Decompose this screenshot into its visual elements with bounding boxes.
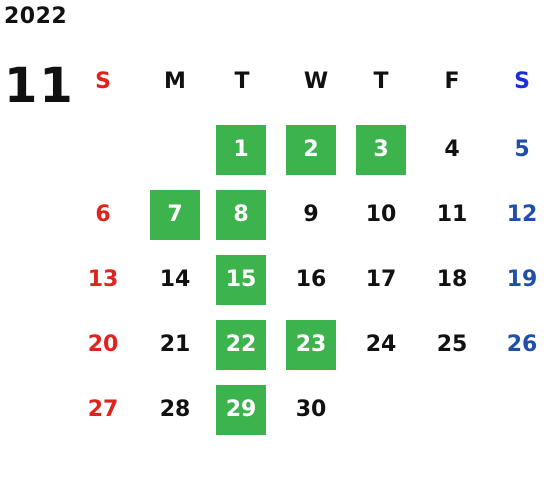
day-cell-18: 18 (436, 267, 468, 292)
day-cell-30: 30 (295, 397, 327, 422)
weekday-monday: M (164, 69, 186, 94)
day-cell-7: 7 (150, 190, 200, 240)
day-cell-16: 16 (295, 267, 327, 292)
day-cell-15: 15 (216, 255, 266, 305)
day-cell-11: 11 (436, 202, 468, 227)
weekday-wednesday: W (303, 69, 329, 94)
day-cell-9: 9 (303, 202, 319, 227)
day-cell-27: 27 (87, 397, 119, 422)
day-cell-29: 29 (216, 385, 266, 435)
day-cell-21: 21 (159, 332, 191, 357)
weekday-thursday: T (373, 69, 389, 94)
weekday-saturday: S (514, 69, 530, 94)
year-label: 2022 (4, 4, 68, 29)
day-cell-19: 19 (506, 267, 538, 292)
weekday-sunday: S (95, 69, 111, 94)
day-cell-6: 6 (95, 202, 111, 227)
day-cell-8: 8 (216, 190, 266, 240)
day-cell-14: 14 (159, 267, 191, 292)
day-cell-13: 13 (87, 267, 119, 292)
day-cell-10: 10 (365, 202, 397, 227)
day-cell-2: 2 (286, 125, 336, 175)
day-cell-24: 24 (365, 332, 397, 357)
day-cell-17: 17 (365, 267, 397, 292)
day-cell-22: 22 (216, 320, 266, 370)
day-cell-25: 25 (436, 332, 468, 357)
day-cell-5: 5 (514, 137, 530, 162)
day-cell-12: 12 (506, 202, 538, 227)
day-cell-4: 4 (444, 137, 460, 162)
day-cell-28: 28 (159, 397, 191, 422)
day-cell-23: 23 (286, 320, 336, 370)
weekday-friday: F (444, 69, 460, 94)
weekday-tuesday: T (234, 69, 250, 94)
day-cell-3: 3 (356, 125, 406, 175)
day-cell-20: 20 (87, 332, 119, 357)
month-label: 11 (4, 58, 75, 114)
day-cell-26: 26 (506, 332, 538, 357)
day-cell-1: 1 (216, 125, 266, 175)
